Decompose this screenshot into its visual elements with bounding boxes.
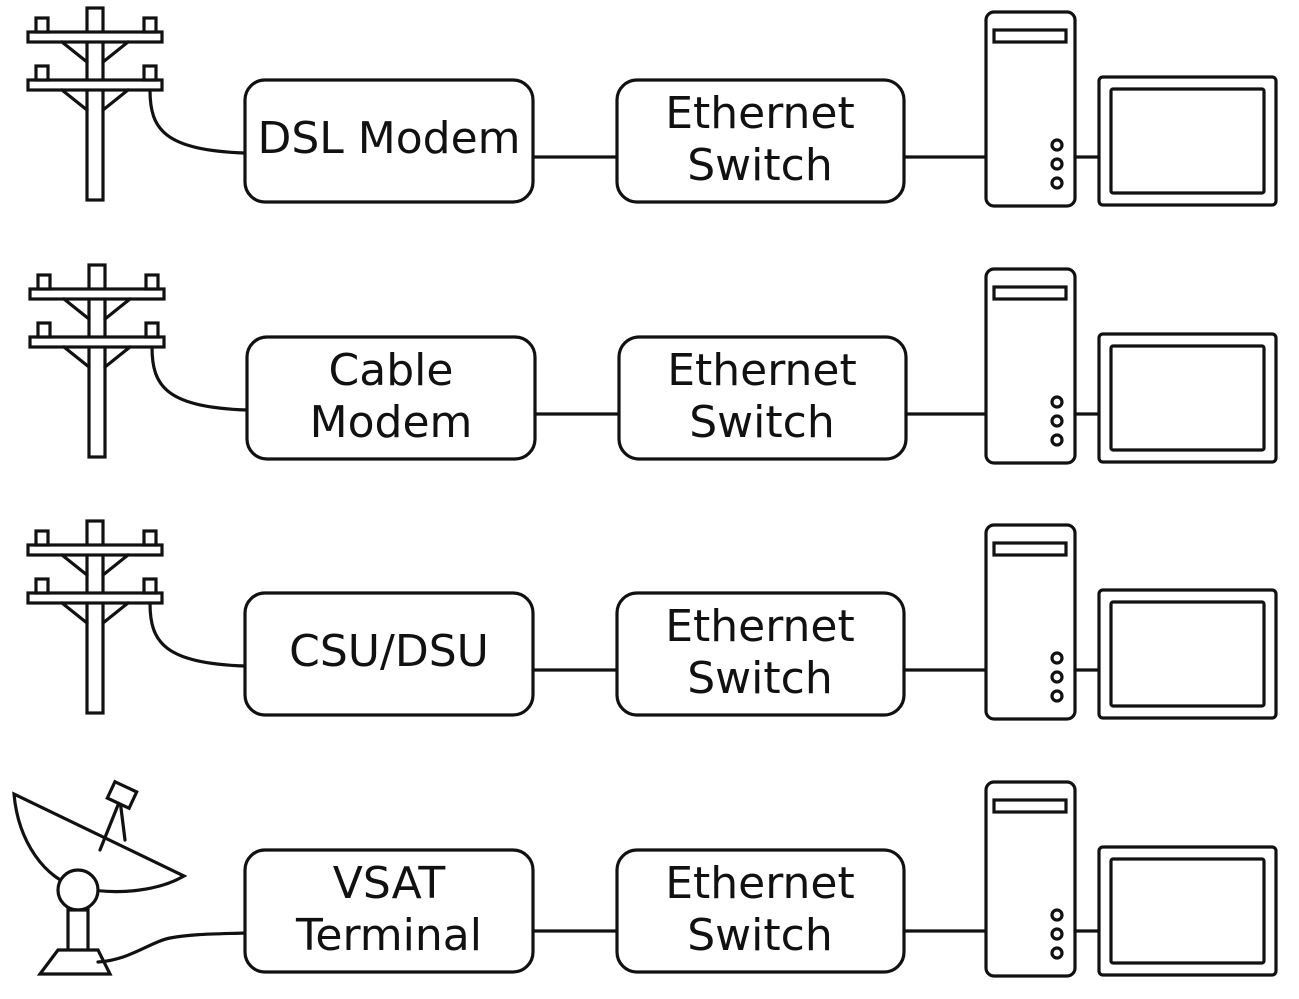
switch-label-line2: Switch	[687, 653, 832, 704]
monitor-icon	[1097, 75, 1278, 207]
device-box	[245, 335, 537, 461]
monitor-icon	[1097, 332, 1278, 464]
device-box	[243, 78, 535, 204]
switch-label-line1: Ethernet	[665, 88, 855, 139]
utility-pole-icon	[26, 519, 247, 715]
switch-label-line2: Switch	[687, 910, 832, 961]
device-label-line1: VSAT	[333, 858, 446, 909]
device-label-line1: DSL Modem	[257, 113, 520, 164]
switch-label-line1: Ethernet	[665, 601, 855, 652]
device-box	[243, 848, 535, 974]
desktop-tower-icon	[984, 267, 1077, 465]
desktop-tower-icon	[984, 10, 1077, 208]
utility-pole-icon	[26, 6, 247, 202]
switch-label-line2: Switch	[687, 140, 832, 191]
row-csu-dsu: CSU/DSU Ethernet Switch	[26, 519, 1278, 721]
row-dsl: DSL Modem Ethernet Switch	[26, 6, 1278, 208]
row-cable: Cable Modem Ethernet Switch	[28, 263, 1278, 465]
device-label-line2: Terminal	[295, 910, 482, 961]
switch-label-line2: Switch	[689, 397, 834, 448]
row-vsat: VSAT Terminal Ethernet Switch	[12, 779, 1278, 978]
device-label-line1: Cable	[329, 345, 454, 396]
switch-label-line1: Ethernet	[665, 858, 855, 909]
device-box	[243, 591, 535, 717]
device-label-line2: Modem	[310, 397, 473, 448]
switch-box	[615, 78, 906, 204]
desktop-tower-icon	[984, 780, 1077, 978]
utility-pole-icon	[28, 263, 249, 459]
switch-box	[615, 848, 906, 974]
monitor-icon	[1097, 588, 1278, 720]
device-label-line1: CSU/DSU	[289, 626, 489, 677]
switch-box	[617, 335, 908, 461]
desktop-tower-icon	[984, 523, 1077, 721]
switch-label-line1: Ethernet	[667, 345, 857, 396]
switch-box	[615, 591, 906, 717]
monitor-icon	[1097, 845, 1278, 977]
satellite-dish-icon	[12, 779, 247, 976]
